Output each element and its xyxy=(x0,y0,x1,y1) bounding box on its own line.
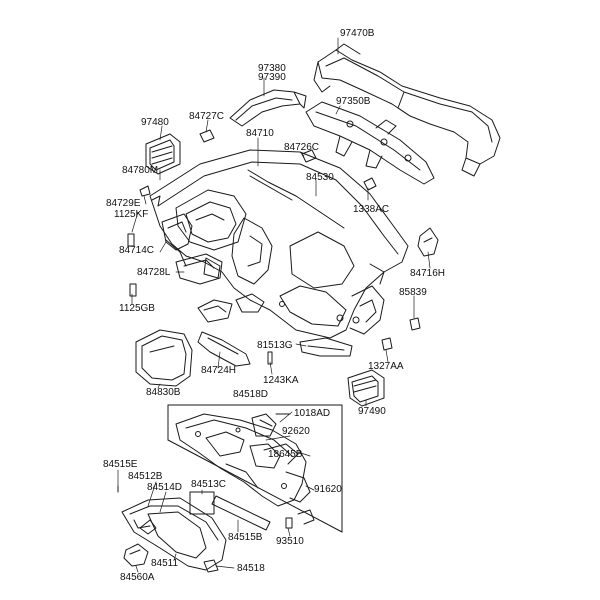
cluster-fascia-drawing xyxy=(135,329,193,387)
part-84512b-label: 84512B xyxy=(128,471,163,482)
part-93510-label: 93510 xyxy=(276,536,304,547)
part-84530-label: 84530 xyxy=(306,172,334,183)
part-84728l-label: 84728L xyxy=(137,267,171,278)
lower-panel-drawing xyxy=(175,413,315,529)
part-97390-label: 97390 xyxy=(258,72,286,83)
part-84518d-label: 84518D xyxy=(233,389,269,400)
part-1125gb-label: 1125GB xyxy=(119,303,155,314)
part-84515b-label: 84515B xyxy=(228,532,263,543)
part-84514d-label: 84514D xyxy=(147,482,183,493)
part-84780m-label: 84780M xyxy=(122,165,159,176)
small-brackets-drawing xyxy=(127,129,439,351)
part-84515e-label: 84515E xyxy=(103,459,138,470)
part-84710-label: 84710 xyxy=(246,128,274,139)
part-91620-label: 91620 xyxy=(314,484,342,495)
part-84716h-label: 84716H xyxy=(410,268,446,279)
trim-pieces-drawing xyxy=(197,299,353,367)
part-84830b-label: 84830B xyxy=(146,387,181,398)
right-vent-drawing xyxy=(347,369,385,407)
part-84726c-label: 84726C xyxy=(284,142,320,153)
part-97490-label: 97490 xyxy=(358,406,386,417)
part-92620-label: 92620 xyxy=(282,426,310,437)
part-1327aa-label: 1327AA xyxy=(368,361,404,372)
part-84560a-label: 84560A xyxy=(120,572,155,583)
part-1338ac-label: 1338AC xyxy=(353,204,390,215)
leader-lines xyxy=(117,37,431,573)
side-duct-drawing xyxy=(229,89,307,127)
part-97480-label: 97480 xyxy=(141,117,169,128)
part-84518-label: 84518 xyxy=(237,563,265,574)
part-84724h-label: 84724H xyxy=(201,365,237,376)
part-84729e-label: 84729E xyxy=(106,198,141,209)
part-84727c-label: 84727C xyxy=(189,111,225,122)
center-duct-drawing xyxy=(305,101,435,185)
part-1018ad-label: 1018AD xyxy=(294,408,331,419)
part-1243ka-label: 1243KA xyxy=(263,375,299,386)
lower-panel-inset-box xyxy=(167,404,343,533)
crash-pad-drawing xyxy=(149,149,409,339)
part-84511-label: 84511 xyxy=(151,558,179,569)
part-84714c-label: 84714C xyxy=(119,245,155,256)
part-84513c-label: 84513C xyxy=(191,479,227,490)
left-vent-drawing xyxy=(145,133,181,175)
part-1125kf-label: 1125KF xyxy=(114,209,149,220)
part-97470b-label: 97470B xyxy=(340,28,375,39)
defroster-duct-drawing xyxy=(313,43,501,177)
part-97380-label: 97380 xyxy=(258,63,286,74)
part-18645b-label: 18645B xyxy=(268,449,303,460)
glove-box-drawing xyxy=(117,485,271,573)
part-85839-label: 85839 xyxy=(399,287,427,298)
part-97350b-label: 97350B xyxy=(336,96,371,107)
part-81513g-label: 81513G xyxy=(257,340,293,351)
